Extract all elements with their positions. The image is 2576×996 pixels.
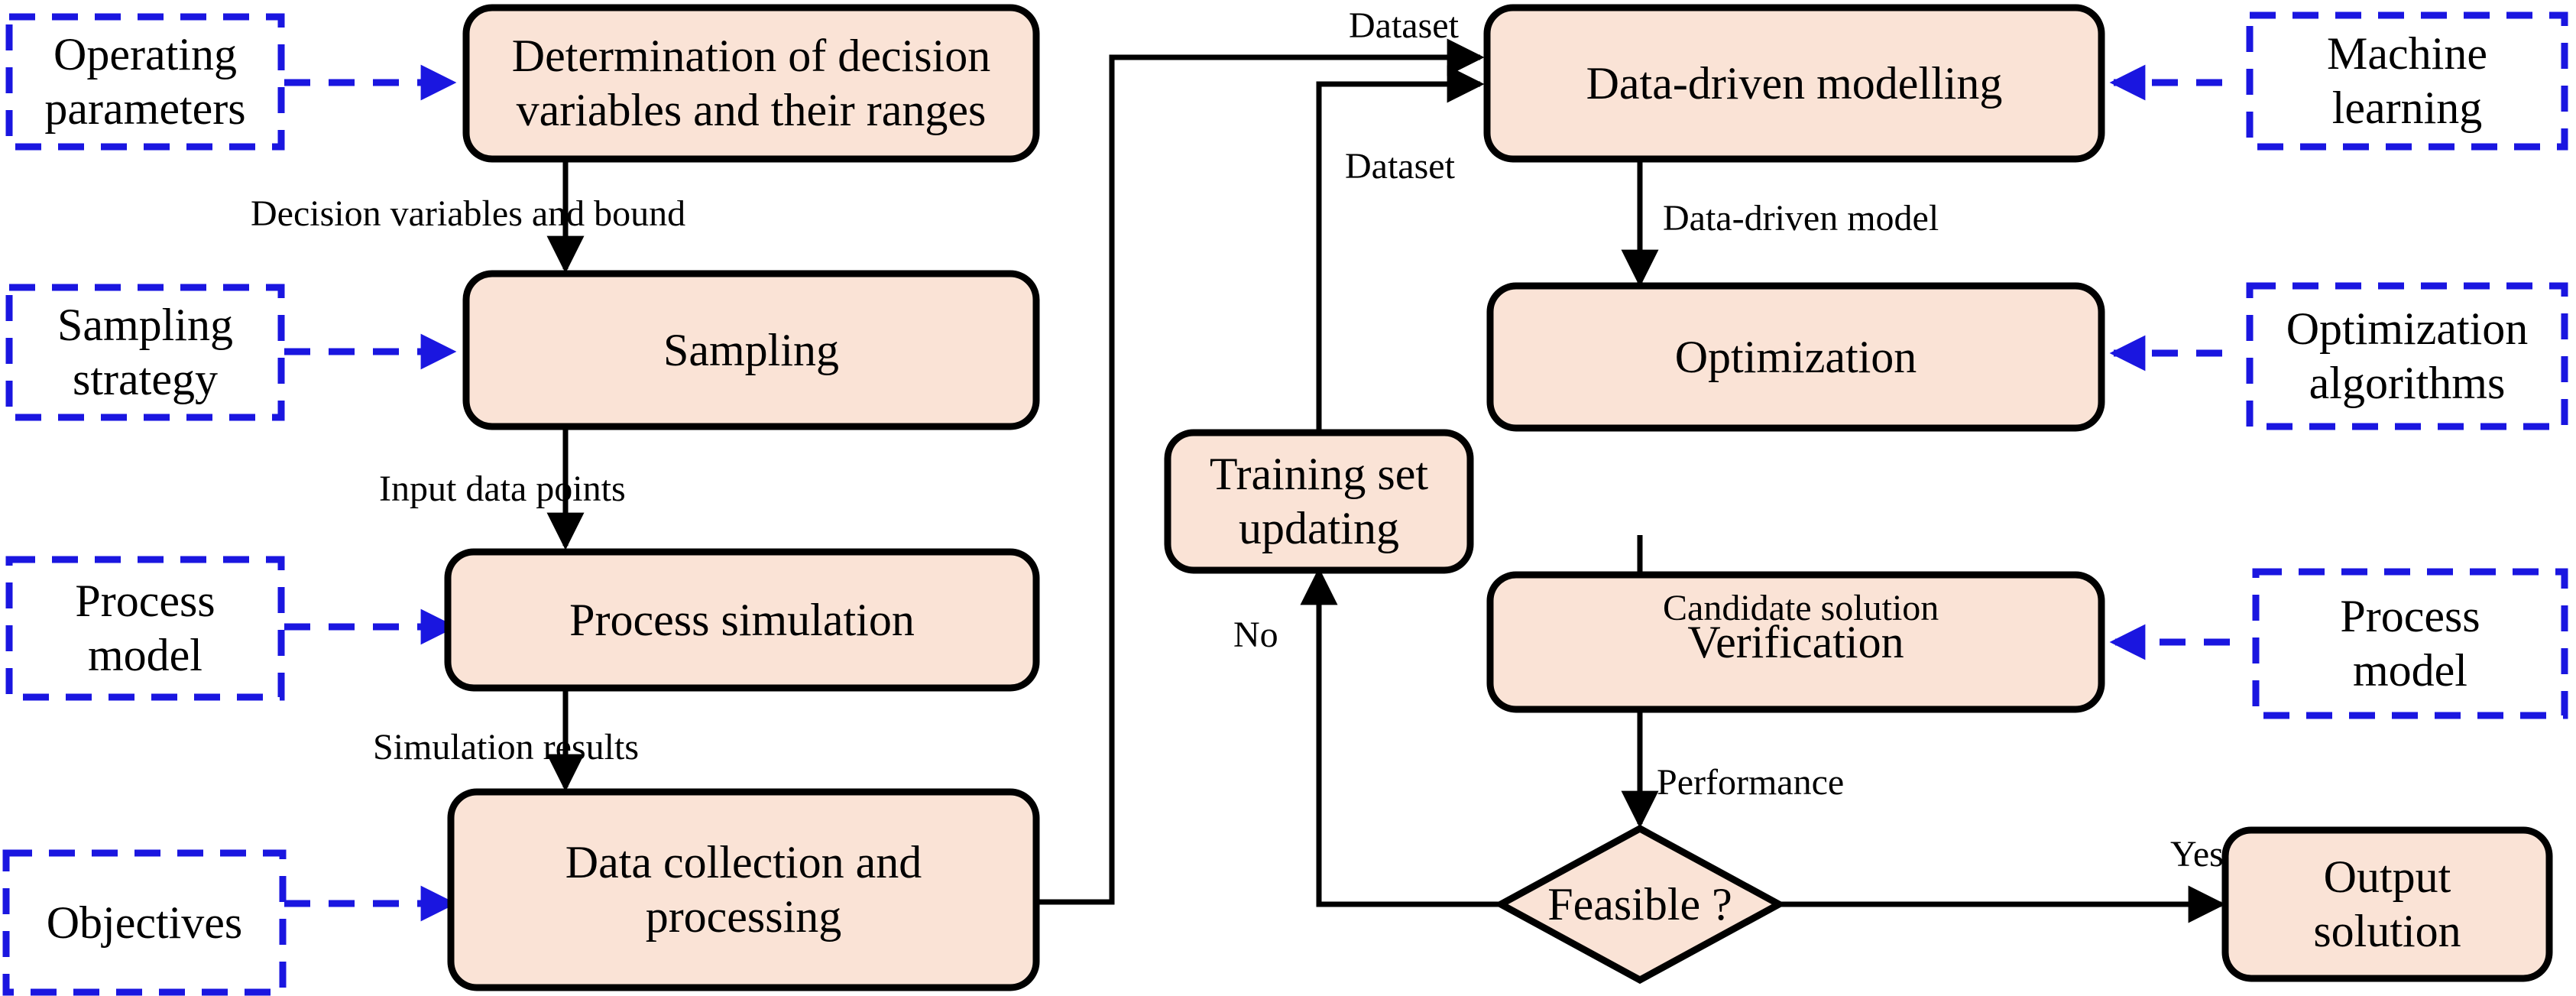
node-optimization[interactable] (1486, 282, 2105, 432)
side-note-operating-parameters[interactable] (5, 13, 285, 151)
side-note-objectives[interactable] (2, 849, 287, 996)
node-data-driven-modelling[interactable] (1483, 4, 2105, 163)
node-process-simulation[interactable] (444, 548, 1040, 692)
node-data-collection[interactable] (447, 788, 1040, 991)
edge-data-collection-to-modelling (1038, 38, 1485, 905)
side-note-sampling-strategy[interactable] (5, 284, 285, 421)
side-note-optimization-algorithms[interactable] (2246, 282, 2568, 430)
side-note-process-model-right[interactable] (2252, 568, 2568, 719)
edge-training-set-to-modelling (1316, 65, 1485, 432)
node-sampling[interactable] (462, 270, 1040, 430)
side-note-machine-learning[interactable] (2246, 11, 2568, 151)
side-note-process-model-left[interactable] (5, 556, 285, 701)
node-determination[interactable] (462, 4, 1040, 163)
node-verification[interactable] (1486, 571, 2105, 713)
node-feasible-decision[interactable] (1493, 824, 1787, 985)
node-training-set-updating[interactable] (1164, 429, 1474, 574)
node-output-solution[interactable] (2221, 826, 2553, 982)
edge-feasible-no-to-training-set (1300, 567, 1500, 907)
